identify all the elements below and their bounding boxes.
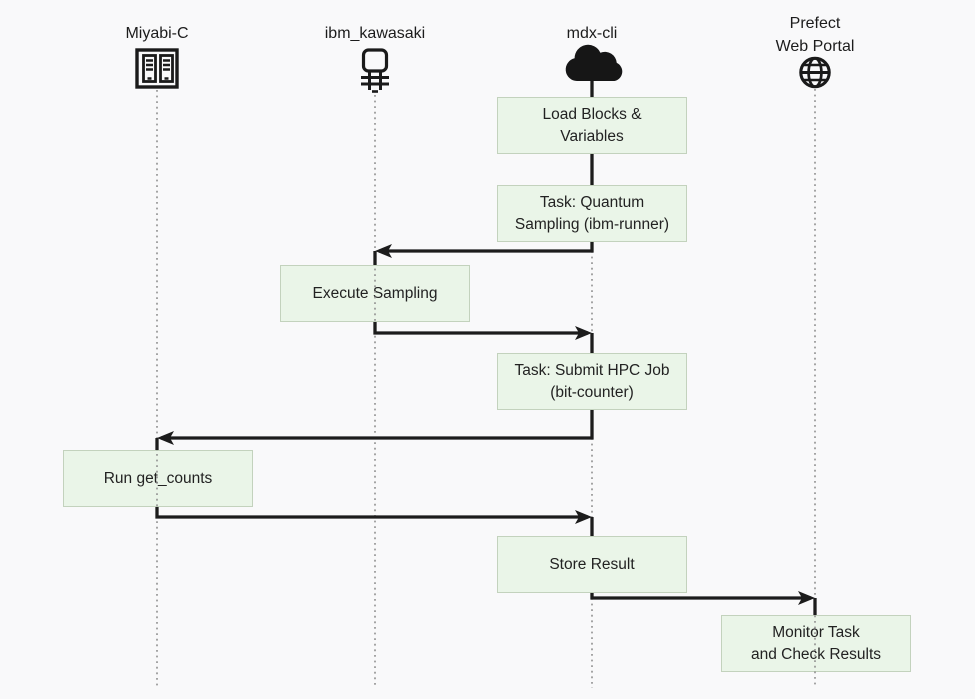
step-text: Variables	[560, 127, 624, 145]
step-box-run-get-counts: Run get_counts	[63, 450, 253, 507]
step-text: Store Result	[549, 555, 635, 573]
step-box-task-submit-hpc: Task: Submit HPC Job (bit-counter)	[497, 353, 687, 410]
step-text: Task: Submit HPC Job	[514, 361, 670, 379]
actor-label-ibm-kawasaki: ibm_kawasaki	[324, 25, 426, 42]
actor-label-prefect: Prefect Web Portal	[725, 12, 905, 58]
arrow-mdx-to-ibm	[375, 242, 594, 258]
arrow-mdx-to-prefect	[590, 591, 815, 605]
globe-icon	[799, 56, 831, 89]
step-box-task-quantum-sampling: Task: Quantum Sampling (ibm-runner)	[497, 185, 687, 242]
step-text: Load Blocks &	[542, 105, 642, 123]
actor-label-prefect-line1: Prefect	[789, 15, 841, 32]
actor-label-prefect-line2: Web Portal	[775, 38, 855, 55]
step-box-load-blocks: Load Blocks & Variables	[497, 97, 687, 154]
arrow-ibm-to-mdx	[373, 322, 592, 340]
arrow-mdx-to-miyabi	[157, 410, 594, 445]
step-text: and Check Results	[750, 645, 882, 663]
quantum-device-icon	[361, 48, 389, 93]
server-rack-icon	[135, 48, 179, 89]
step-text: Execute Sampling	[312, 284, 438, 302]
step-text: (bit-counter)	[550, 383, 634, 401]
arrow-miyabi-to-mdx	[155, 507, 592, 524]
step-box-monitor-task: Monitor Task and Check Results	[721, 615, 911, 672]
step-text: Run get_counts	[103, 469, 213, 487]
actor-label-mdx-cli: mdx-cli	[566, 25, 618, 42]
step-text: Task: Quantum	[539, 193, 645, 211]
step-text: Monitor Task	[772, 623, 860, 641]
step-box-store-result: Store Result	[497, 536, 687, 593]
cloud-icon	[565, 44, 623, 81]
step-text: Sampling (ibm-runner)	[514, 215, 670, 233]
step-box-execute-sampling: Execute Sampling	[280, 265, 470, 322]
actor-label-miyabi: Miyabi-C	[125, 25, 189, 42]
